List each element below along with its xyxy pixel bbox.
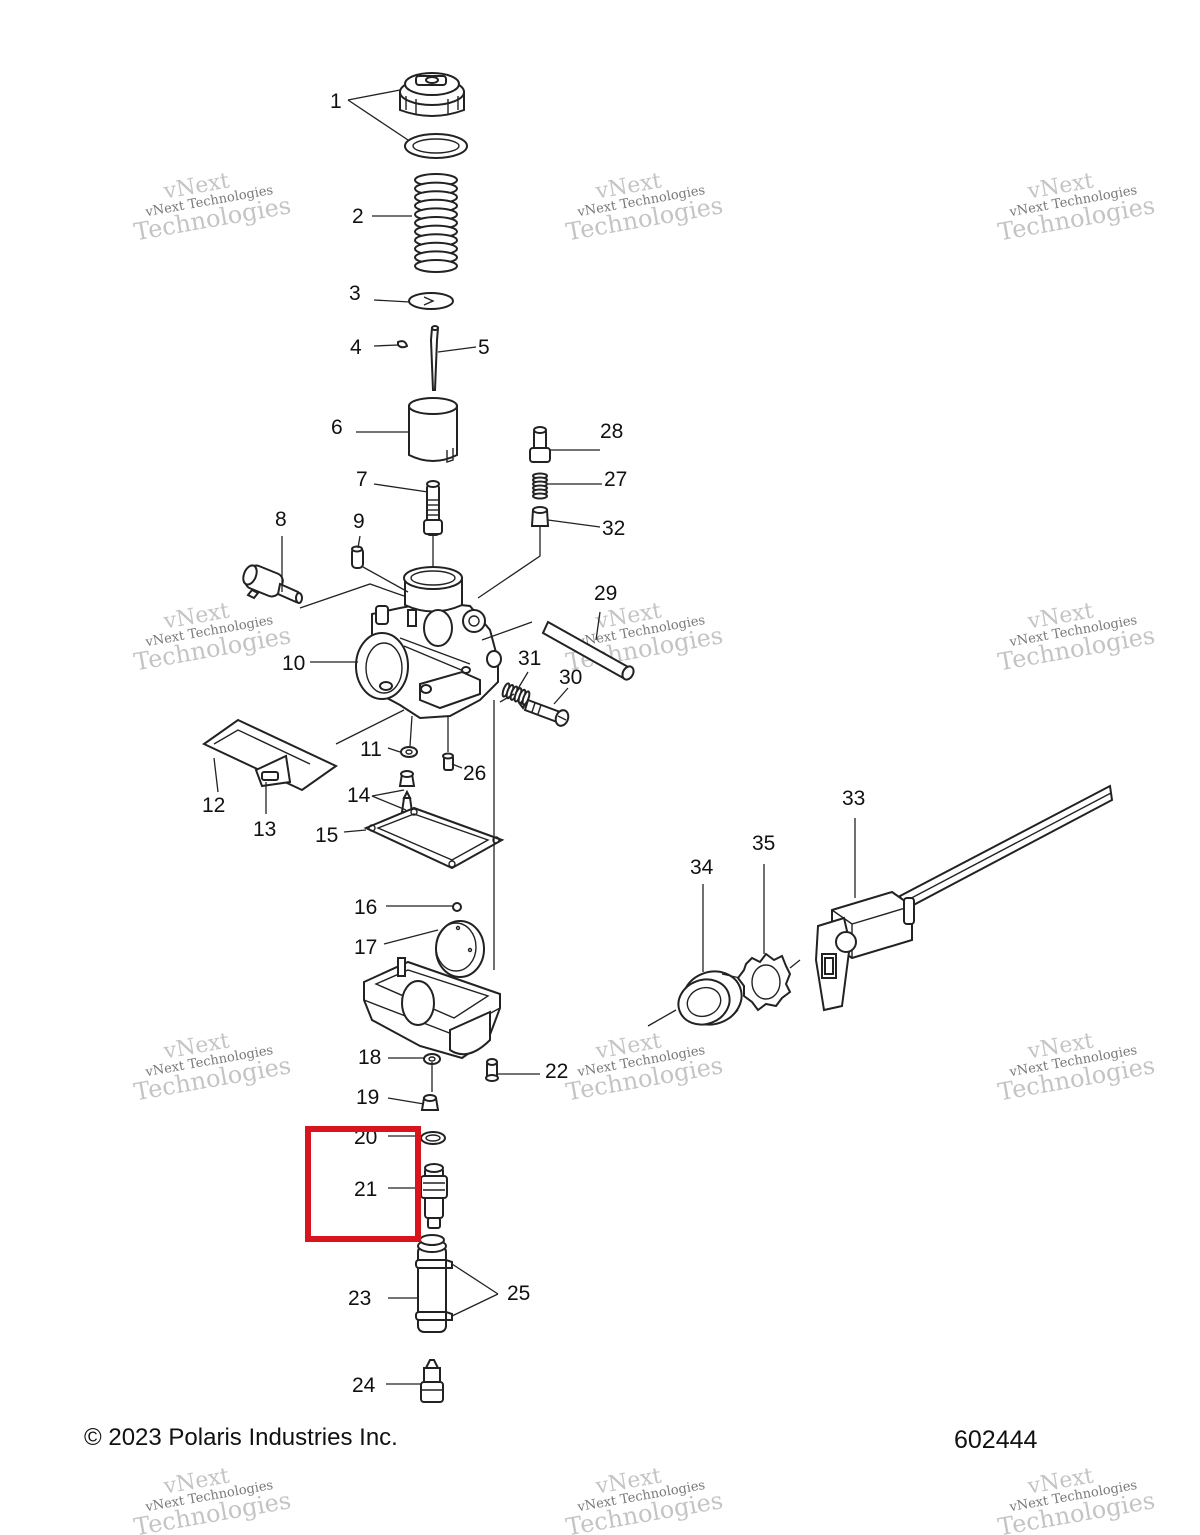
part-20-o-ring	[420, 1131, 446, 1145]
part-24-pilot-jet	[420, 1359, 444, 1403]
callout-18: 18	[358, 1046, 381, 1069]
drawing-number: 602444	[954, 1426, 1038, 1454]
part-2-spring	[414, 173, 458, 273]
part-21-needle-jet	[420, 1163, 448, 1229]
part-34-nut	[677, 970, 743, 1026]
callout-34: 34	[690, 856, 714, 879]
callout-7: 7	[356, 468, 368, 491]
callout-13: 13	[253, 818, 276, 841]
callout-1: 1	[330, 90, 342, 113]
part-6-slide	[408, 397, 458, 463]
callout-9: 9	[353, 510, 365, 533]
part-29-rod	[541, 620, 635, 681]
part-28-screw	[529, 426, 551, 463]
part-7-screw	[423, 480, 443, 536]
callout-31: 31	[518, 647, 541, 670]
callout-21: 21	[354, 1178, 377, 1201]
callout-8: 8	[275, 508, 287, 531]
part-22-screw	[485, 1058, 499, 1082]
part-1-gasket	[404, 133, 468, 159]
callout-6: 6	[331, 416, 343, 439]
callout-32: 32	[602, 517, 625, 540]
callout-12: 12	[202, 794, 225, 817]
callout-16: 16	[354, 896, 377, 919]
highlight-box	[305, 1126, 421, 1242]
callout-28: 28	[600, 420, 623, 443]
copyright-notice: © 2023 Polaris Industries Inc.	[84, 1424, 398, 1451]
callout-25: 25	[507, 1282, 530, 1305]
part-30-adjust-screw	[518, 698, 570, 727]
part-32-cap	[530, 506, 550, 527]
callout-2: 2	[352, 205, 364, 228]
part-9-pin	[351, 545, 364, 569]
part-15-gasket	[363, 806, 505, 870]
part-14-needle-valve	[398, 770, 416, 813]
callout-22: 22	[545, 1060, 568, 1083]
callout-26: 26	[463, 762, 486, 785]
part-27-spring	[532, 472, 548, 500]
part-23-drain-tube	[415, 1234, 453, 1333]
callout-35: 35	[752, 832, 775, 855]
callout-29: 29	[594, 582, 617, 605]
part-3-plate	[408, 292, 454, 310]
part-11-washer	[400, 746, 418, 758]
part-13-clip	[254, 754, 292, 788]
part-4-clip	[397, 340, 409, 349]
callout-33: 33	[842, 787, 865, 810]
callout-11: 11	[360, 738, 382, 761]
part-8-choke-plunger	[242, 564, 303, 604]
callout-23: 23	[348, 1287, 371, 1310]
part-31-spring	[501, 682, 531, 706]
leader-lines	[213, 89, 856, 1385]
callout-4: 4	[350, 336, 362, 359]
callout-3: 3	[349, 282, 361, 305]
callout-30: 30	[559, 666, 582, 689]
part-5-needle	[429, 325, 440, 391]
part-1-cap	[399, 72, 465, 117]
float-bowl	[363, 957, 501, 1060]
callout-17: 17	[354, 936, 377, 959]
callout-27: 27	[604, 468, 627, 491]
callout-19: 19	[356, 1086, 379, 1109]
callout-15: 15	[315, 824, 338, 847]
callout-5: 5	[478, 336, 490, 359]
part-19-main-jet	[420, 1094, 440, 1111]
part-33-choke-lever-cable	[814, 784, 1114, 1012]
part-16-pin	[452, 902, 462, 912]
part-10-carburetor-body	[355, 566, 502, 720]
callout-10: 10	[282, 652, 305, 675]
part-35-lock-washer	[736, 952, 792, 1012]
callout-labels: 1 2 3 4 5 6 7 8 9 10 11 12 13 14 15 16 1…	[202, 90, 865, 1397]
callout-14: 14	[347, 784, 371, 807]
callout-24: 24	[352, 1374, 376, 1397]
part-17-float	[435, 920, 485, 978]
part-26-screw	[442, 752, 454, 771]
